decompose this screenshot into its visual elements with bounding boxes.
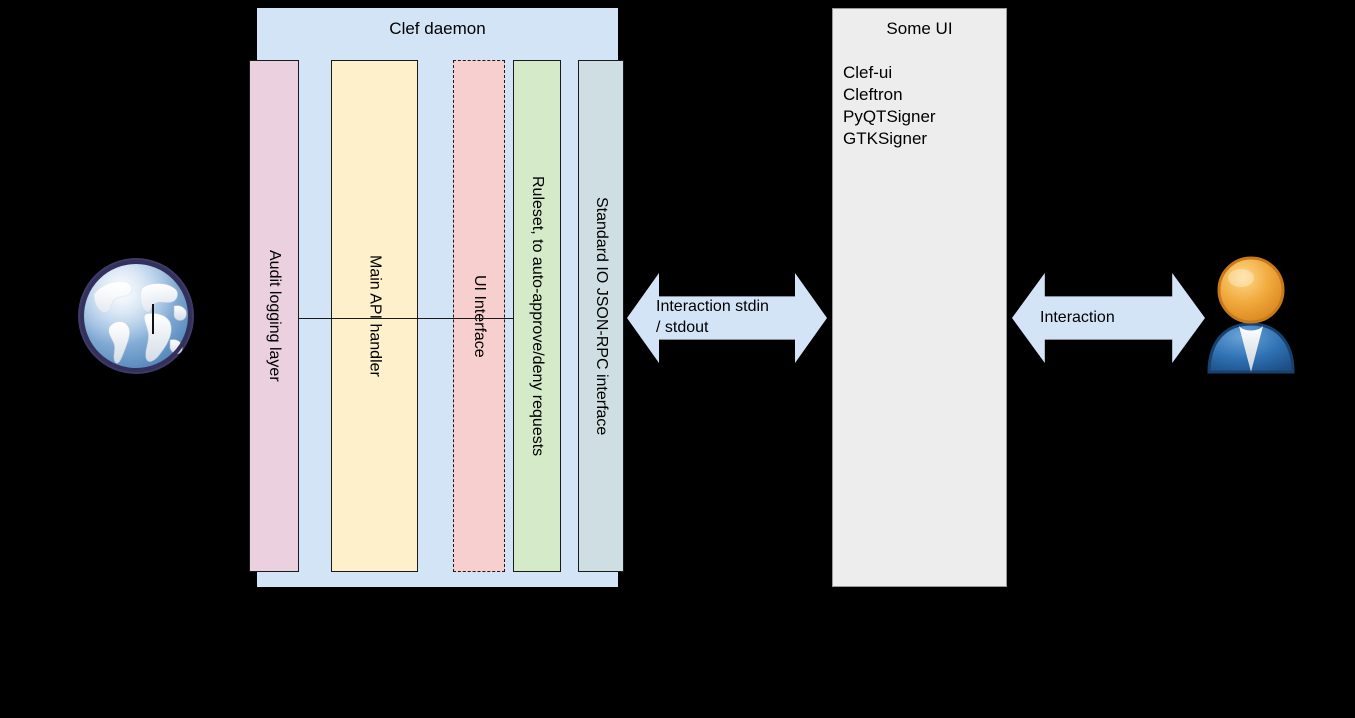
layer-connector-line [298, 318, 514, 319]
some-ui-title: Some UI [886, 19, 953, 38]
clef-daemon-title: Clef daemon [389, 19, 486, 38]
layer-ruleset[interactable]: Ruleset, to auto-approve/deny requests [513, 60, 561, 572]
arrow-user-interaction-label: Interaction [1040, 309, 1115, 326]
some-ui-list: Clef-ui Cleftron PyQTSigner GTKSigner [843, 62, 1003, 150]
layer-ruleset-label: Ruleset, to auto-approve/deny requests [529, 175, 546, 457]
list-item: Cleftron [843, 85, 903, 104]
some-ui-panel [832, 8, 1007, 587]
layer-audit-logging[interactable]: Audit logging layer [249, 60, 299, 572]
layer-standard-io-jsonrpc[interactable]: Standard IO JSON-RPC interface [578, 60, 624, 572]
layer-ui-interface-label: UI Interface [471, 274, 488, 358]
layer-ui-interface[interactable]: UI Interface [453, 60, 505, 572]
user-icon [1203, 250, 1299, 376]
list-item: GTKSigner [843, 129, 928, 148]
list-item: PyQTSigner [843, 107, 936, 126]
layer-main-api-handler-label: Main API handler [366, 255, 384, 377]
layer-audit-logging-label: Audit logging layer [266, 250, 283, 382]
layer-main-api-handler[interactable]: Main API handler [331, 60, 418, 572]
globe-icon [74, 254, 202, 382]
arrow-stdin-stdout-label: Interaction stdin / stdout [656, 298, 769, 336]
layer-standard-io-jsonrpc-label: Standard IO JSON-RPC interface [593, 196, 610, 436]
list-item: Clef-ui [843, 63, 893, 82]
clef-daemon-container [257, 8, 618, 587]
